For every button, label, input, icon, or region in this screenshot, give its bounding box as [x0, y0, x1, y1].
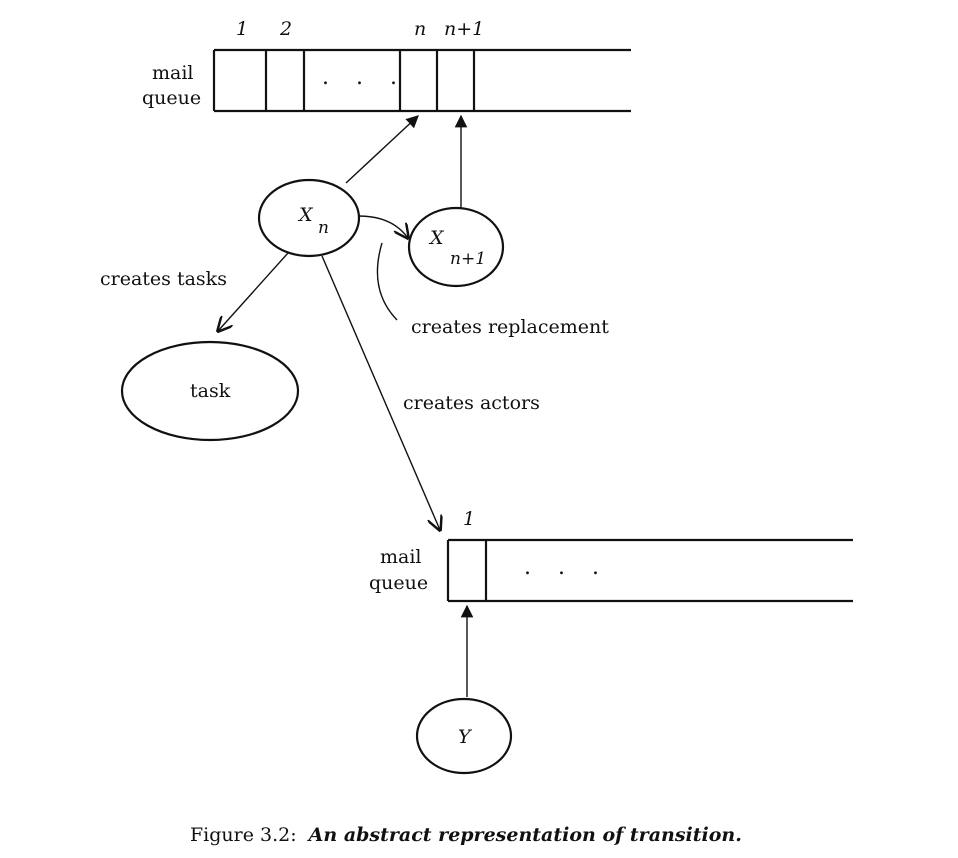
actor-x-n-subscript: n — [318, 218, 329, 238]
task-ellipse — [120, 340, 300, 442]
top-queue-index-n1: n+1 — [444, 18, 484, 40]
task-node: task — [120, 340, 300, 442]
top-queue-index-2: 2 — [279, 18, 292, 40]
actor-y: Y — [415, 697, 513, 775]
actor-x-n1-subscript: n+1 — [450, 249, 486, 269]
bottom-queue-ellipsis: . . . — [524, 555, 609, 580]
arrow-x-n-to-task — [218, 252, 289, 331]
actor-y-name: Y — [458, 726, 473, 748]
top-queue-index-n: n — [414, 18, 426, 40]
actor-x-n-ellipse — [257, 178, 361, 258]
top-queue-label-line1: mail — [152, 62, 194, 84]
actor-x-n1-ellipse — [407, 206, 505, 288]
arrow-x-n-to-x-n1 — [358, 215, 408, 238]
figure-caption: Figure 3.2: An abstract representation o… — [190, 824, 742, 846]
label-creates-tasks: creates tasks — [100, 268, 227, 290]
bottom-queue-label-line2: queue — [369, 572, 428, 594]
actor-x-n-name: X — [297, 204, 314, 226]
top-queue-label-line2: queue — [142, 87, 201, 109]
caption-prefix: Figure 3.2: — [190, 824, 297, 846]
bottom-mail-queue: mail queue . . . 1 — [369, 508, 853, 603]
actor-y-ellipse — [415, 697, 513, 775]
label-creates-replacement: creates replacement — [411, 316, 609, 338]
arrow-x-n-to-slot-n — [345, 115, 419, 184]
top-mail-queue: mail queue . . . 1 2 n n+1 — [142, 18, 631, 113]
actor-x-n1: X n+1 — [407, 206, 505, 288]
top-queue-index-1: 1 — [236, 18, 248, 40]
caption-text: An abstract representation of transition… — [307, 824, 742, 846]
top-queue-ellipsis: . . . — [322, 65, 407, 90]
task-label: task — [190, 380, 231, 402]
caption-line: Figure 3.2: An abstract representation o… — [190, 824, 742, 846]
bottom-queue-label-line1: mail — [380, 546, 422, 568]
actor-x-n1-name: X — [428, 227, 445, 249]
actor-x-n: X n — [257, 178, 361, 258]
label-creates-actors: creates actors — [403, 392, 540, 414]
arrow-x-n-to-bottom-queue — [321, 255, 440, 530]
creates-replacement-leader — [376, 242, 398, 321]
bottom-queue-index-1: 1 — [463, 508, 475, 530]
